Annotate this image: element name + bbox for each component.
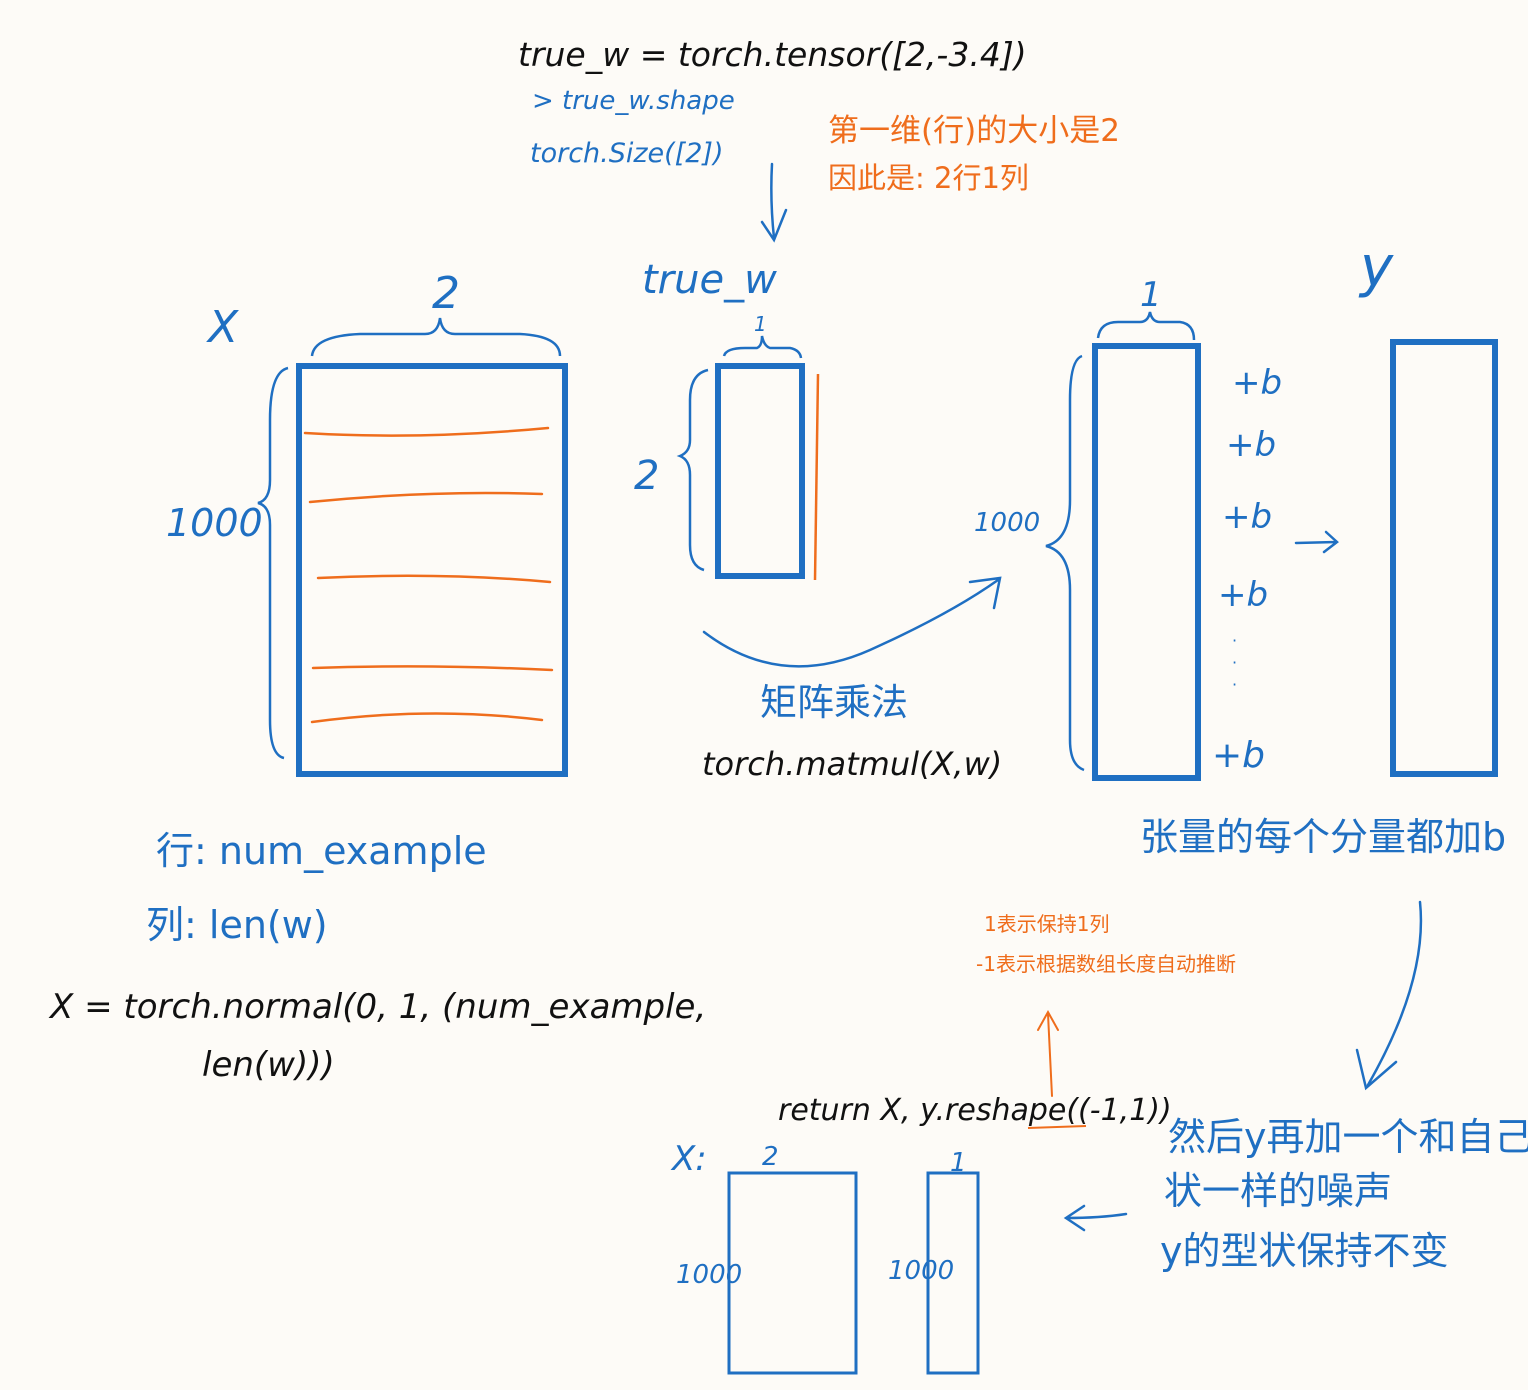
x-normal-code-line1: X = torch.normal(0, 1, (num_example, [50, 987, 707, 1027]
result-rows-label: 1000 [974, 508, 1041, 538]
bottom-x-cols: 2 [762, 1142, 779, 1172]
orange-up-arrow [1037, 1009, 1059, 1097]
x-row-line [316, 574, 552, 584]
continuation-dots: · · · [1232, 631, 1238, 694]
bottom-x-rows: 1000 [676, 1260, 743, 1290]
right-arrow-to-y [1294, 530, 1339, 554]
x-row-line [311, 665, 554, 672]
orange-note-infer: -1表示根据数组长度自动推断 [976, 952, 1236, 976]
x-row-line [303, 426, 550, 437]
matmul-arrow [702, 576, 1002, 668]
x-matrix-name: X [208, 302, 239, 353]
y-vector-name: y [1360, 235, 1394, 300]
true-w-code: true_w = torch.tensor([2,-3.4]) [518, 35, 1027, 74]
matmul-label-cn: 矩阵乘法 [760, 681, 908, 724]
return-code: return X, y.reshape((-1,1)) [778, 1093, 1172, 1128]
plus-b-2: +b [1226, 425, 1277, 465]
cols-note: 列: len(w) [146, 903, 328, 947]
plus-b-3: +b [1222, 497, 1273, 537]
result-top-brace [1096, 311, 1196, 341]
result-cols-label: 1 [1140, 275, 1162, 315]
plus-b-5: +b [1212, 735, 1266, 776]
bottom-x-label: X: [672, 1139, 707, 1179]
x-row-line [310, 712, 544, 724]
orange-note-line2: 因此是: 2行1列 [828, 161, 1029, 195]
result-vector-box [1092, 343, 1201, 781]
result-note: 张量的每个分量都加b [1140, 815, 1507, 859]
plus-b-1: +b [1232, 363, 1283, 403]
left-arrow-to-result [1063, 1204, 1128, 1232]
w-orange-line [813, 373, 820, 581]
w-rows-label: 2 [634, 453, 660, 499]
x-cols-label: 2 [432, 268, 460, 319]
x-row-line [308, 491, 544, 504]
shape-command: > true_w.shape [532, 86, 735, 116]
noise-note-line1: 然后y再加一个和自己型 [1168, 1115, 1528, 1159]
w-vector-box [715, 363, 805, 579]
orange-note-line1: 第一维(行)的大小是2 [828, 113, 1120, 149]
matmul-code: torch.matmul(X,w) [702, 745, 1003, 783]
bottom-y-cols: 1 [950, 1148, 967, 1178]
x-normal-code-line2: len(w))) [202, 1045, 335, 1085]
bottom-x-box [727, 1171, 858, 1375]
w-vector-name: true_w [642, 257, 777, 303]
down-arrow-to-w [760, 162, 788, 243]
x-rows-label: 1000 [166, 501, 263, 545]
bottom-y-rows: 1000 [888, 1256, 955, 1286]
x-row-lines [303, 426, 554, 724]
x-top-brace [310, 317, 562, 357]
y-vector-box [1390, 339, 1498, 777]
plus-b-4: +b [1218, 575, 1269, 615]
rows-note: 行: num_example [156, 829, 487, 873]
noise-note-line2: 状一样的噪声 [1164, 1169, 1393, 1213]
orange-note-keep-col: 1表示保持1列 [984, 912, 1110, 936]
w-cols-label: 1 [754, 312, 767, 336]
noise-note-line3: y的型状保持不变 [1160, 1229, 1449, 1273]
x-left-brace [257, 366, 289, 760]
w-top-brace [722, 335, 803, 359]
w-left-brace [676, 368, 709, 572]
shape-output: torch.Size([2]) [530, 138, 724, 169]
result-left-brace [1045, 354, 1085, 772]
bottom-y-box [926, 1171, 980, 1375]
orange-underline [1027, 1125, 1087, 1129]
x-matrix-box [296, 363, 568, 777]
down-arrow-to-noise [1355, 900, 1423, 1091]
